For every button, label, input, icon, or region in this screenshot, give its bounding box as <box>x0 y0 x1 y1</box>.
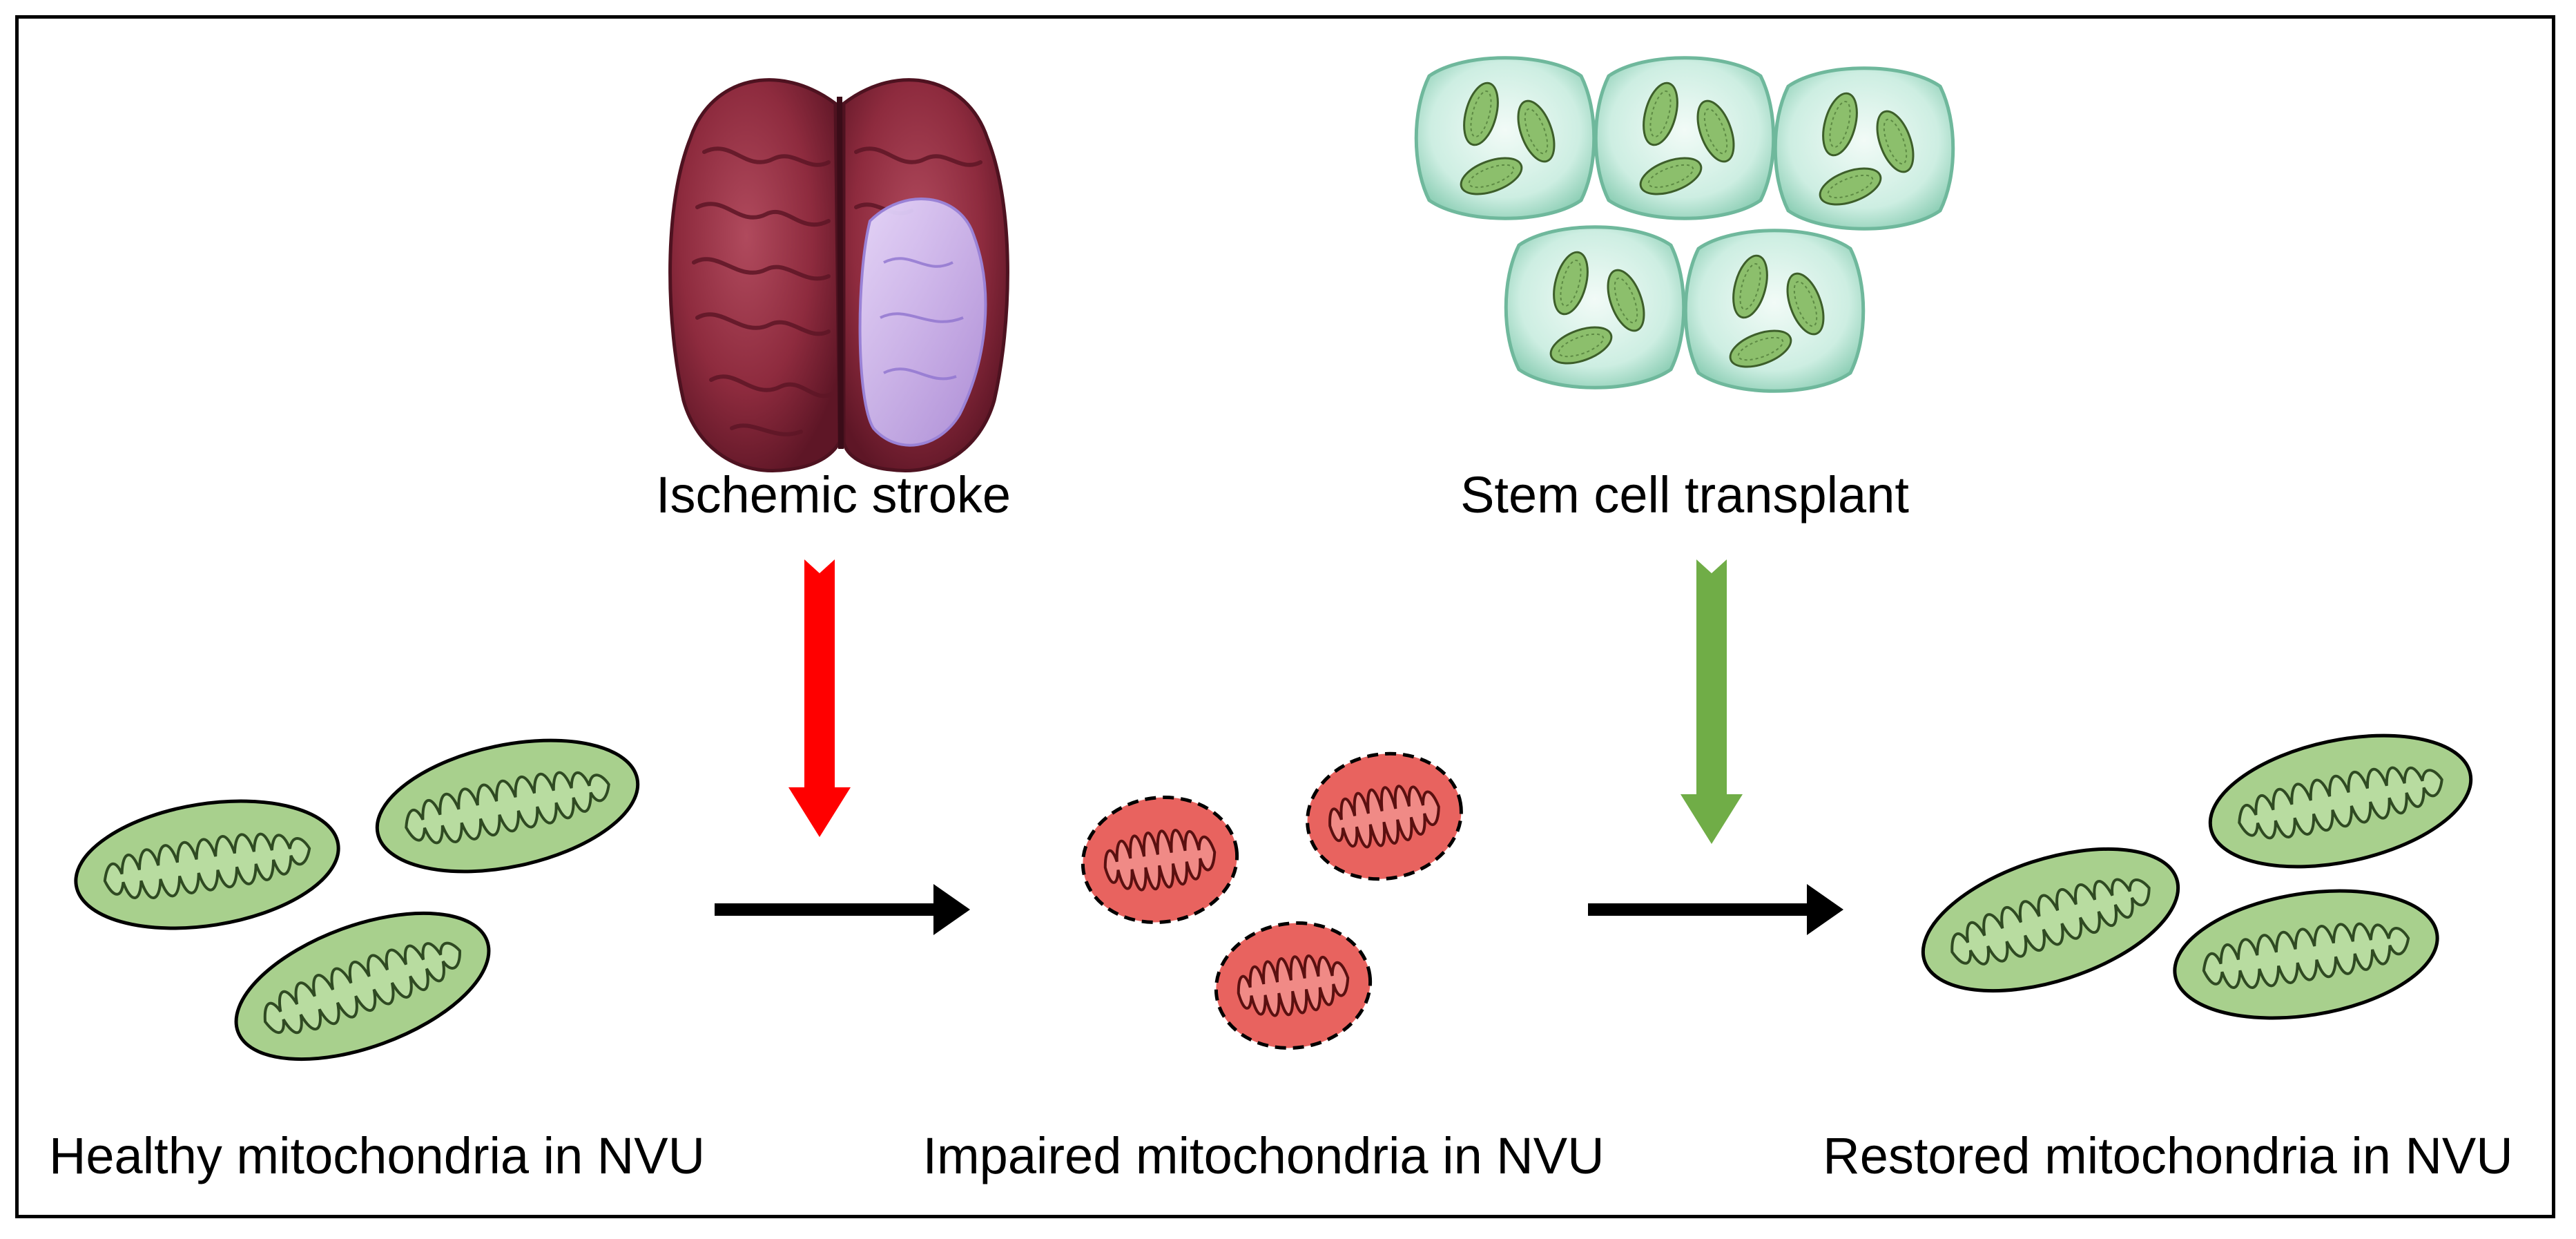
stroke-arrow <box>788 559 851 837</box>
transplant-arrow <box>1681 559 1743 844</box>
stem-cell-icon <box>1416 58 1953 392</box>
brain-icon <box>668 78 1009 472</box>
process-arrow-2 <box>1588 884 1843 935</box>
impaired-mitochondria-label: Impaired mitochondria in NVU <box>922 1127 1605 1184</box>
mitochondrion-icon <box>1906 714 2483 1035</box>
mitochondrion-icon <box>67 719 650 1088</box>
healthy-mitochondria-label: Healthy mitochondria in NVU <box>48 1127 706 1184</box>
stem-cell-transplant-label: Stem cell transplant <box>1460 466 1909 524</box>
ischemic-stroke-label: Ischemic stroke <box>655 466 1011 524</box>
restored-mitochondria-label: Restored mitochondria in NVU <box>1823 1127 2513 1184</box>
process-arrow-1 <box>715 884 970 935</box>
mitochondrion-icon <box>1075 742 1471 1058</box>
